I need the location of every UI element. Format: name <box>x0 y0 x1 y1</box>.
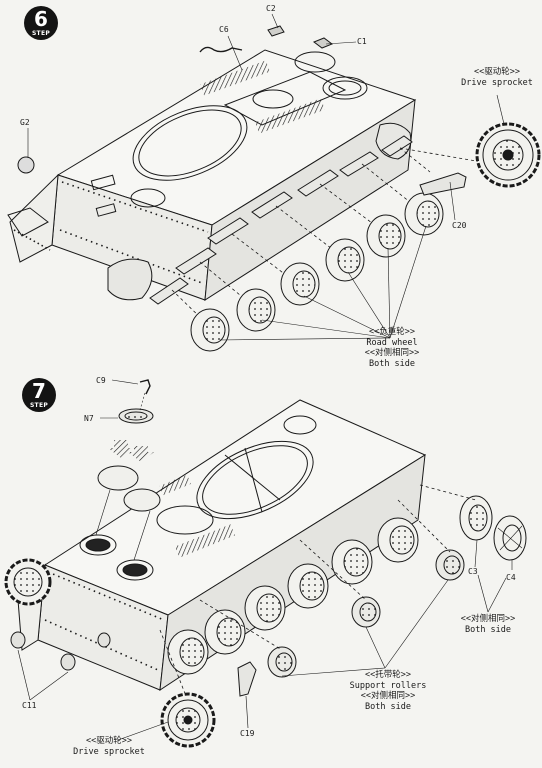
road-wheel-both-en: Both side <box>368 358 416 369</box>
step-7-badge: 7 STEP <box>22 378 56 412</box>
step-7-diagram <box>4 379 527 748</box>
drive-sprocket-6 <box>475 122 541 188</box>
part-label-c19: C19 <box>240 729 255 738</box>
step-6-diagram <box>7 13 541 352</box>
part-label-c9: C9 <box>96 376 106 385</box>
drive-sprocket-7-caption: <<驱动轮>> Drive sprocket <box>73 736 145 757</box>
road-wheels-6 <box>190 192 444 352</box>
both-side-right-cn: <<对侧相同>> <box>460 614 516 624</box>
step-6-number: 6 <box>34 7 48 31</box>
drive-sprocket-6-en: Drive sprocket <box>461 77 533 88</box>
support-rollers-caption: <<托带轮>> Support rollers <<对侧相同>> Both si… <box>350 670 427 712</box>
drive-sprocket-7-en: Drive sprocket <box>73 746 145 757</box>
support-rollers-both-cn: <<对侧相同>> <box>360 691 416 701</box>
road-wheel-cn: <<负重轮>> <box>369 327 415 337</box>
part-label-c3: C3 <box>468 567 478 576</box>
both-side-right-en: Both side <box>464 624 512 635</box>
part-label-n7: N7 <box>84 414 94 423</box>
road-wheel-en: Road wheel <box>366 337 418 348</box>
both-side-right-caption: <<对侧相同>> Both side <box>461 614 515 635</box>
idler-wheel-c3-c4 <box>459 495 527 561</box>
step-7-word: STEP <box>29 402 49 409</box>
drive-sprocket-6-cn: <<驱动轮>> <box>474 67 520 77</box>
drive-sprocket-7-cn: <<驱动轮>> <box>86 736 132 746</box>
part-label-g2: G2 <box>20 118 30 127</box>
part-label-c6: C6 <box>219 25 229 34</box>
support-rollers-7 <box>267 549 465 678</box>
hull-rear-6 <box>204 99 416 301</box>
part-label-c1: C1 <box>357 37 367 46</box>
part-label-c11: C11 <box>22 701 37 710</box>
step-6-badge: 6 STEP <box>24 6 58 40</box>
step-6-word: STEP <box>31 30 51 37</box>
support-rollers-en: Support rollers <box>349 680 427 691</box>
drive-sprocket-6-caption: <<驱动轮>> Drive sprocket <box>461 67 533 88</box>
idler-arm-c20 <box>419 172 467 196</box>
road-wheel-both-cn: <<对侧相同>> <box>364 348 420 358</box>
support-rollers-cn: <<托带轮>> <box>365 670 411 680</box>
step-7-number: 7 <box>32 379 46 403</box>
part-label-c20: C20 <box>452 221 467 230</box>
drive-sprocket-7 <box>160 692 216 748</box>
part-label-c2: C2 <box>266 4 276 13</box>
hull-front-6 <box>9 173 59 263</box>
support-rollers-both-en: Both side <box>364 701 412 712</box>
road-wheels-7 <box>167 517 419 675</box>
road-wheel-caption: <<负重轮>> Road wheel <<对侧相同>> Both side <box>365 327 419 369</box>
part-label-c4: C4 <box>506 573 516 582</box>
idler-arm-c19 <box>237 661 257 697</box>
